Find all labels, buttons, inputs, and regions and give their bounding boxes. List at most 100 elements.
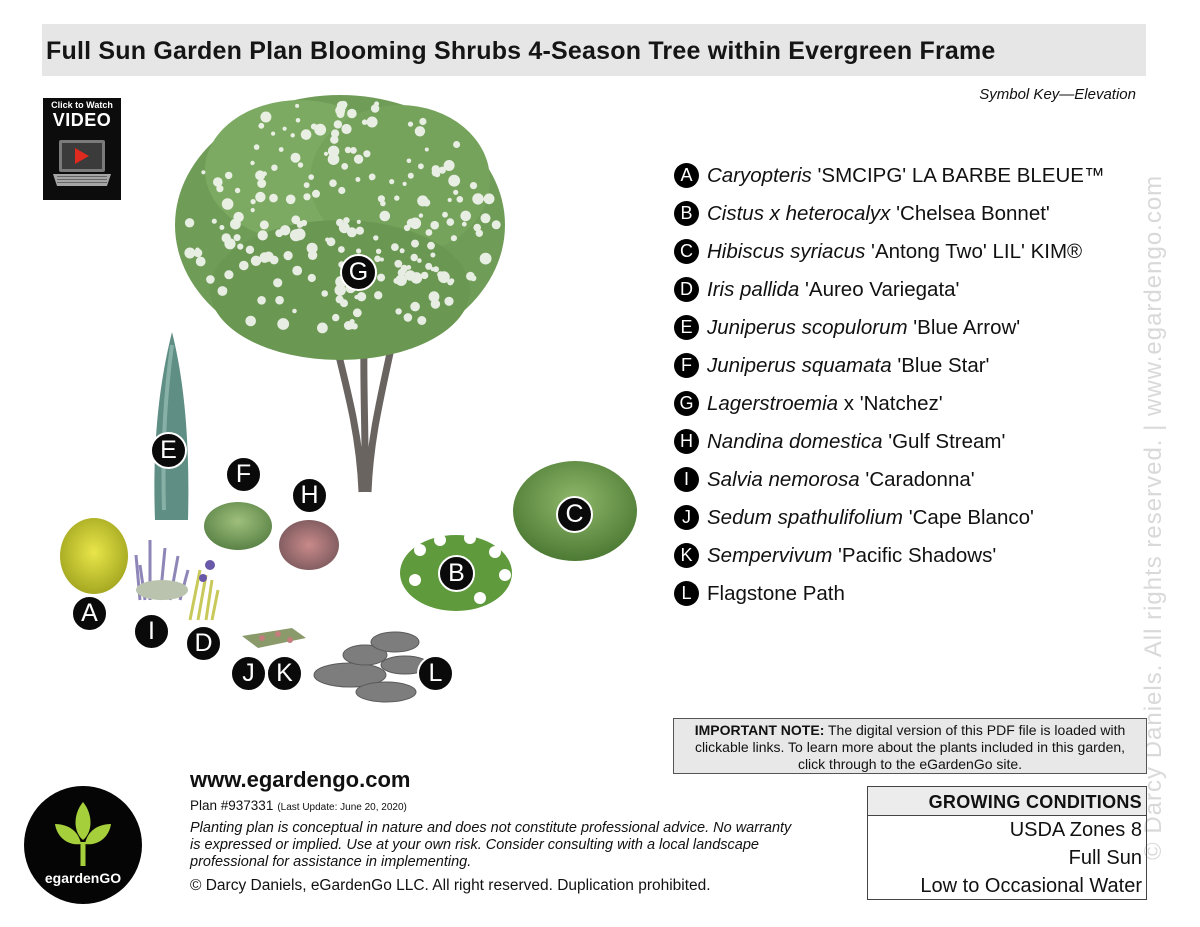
video-button-label: VIDEO: [52, 110, 112, 130]
tree-blossom: [233, 234, 241, 242]
tree-blossom: [293, 228, 306, 241]
egardengo-logo[interactable]: egardenGO: [24, 786, 142, 904]
legend-text: Cistus x heterocalyx 'Chelsea Bonnet': [707, 202, 1050, 226]
tree-blossom: [403, 313, 413, 322]
legend-cultivar: 'Chelsea Bonnet': [890, 202, 1050, 225]
tree-blossom: [373, 235, 379, 241]
tree-blossom: [450, 235, 457, 242]
tree-blossom: [417, 258, 422, 263]
tree-blossom: [303, 182, 310, 189]
tree-blossom: [354, 295, 359, 300]
tree-blossom: [257, 179, 267, 188]
tree-blossom: [329, 179, 337, 187]
tree-blossom: [374, 101, 380, 107]
flagstone-path: [313, 631, 430, 703]
tree-blossom: [307, 273, 316, 283]
tree-blossom: [406, 158, 412, 164]
important-note[interactable]: IMPORTANT NOTE: The digital version of t…: [673, 718, 1147, 774]
tree-blossom: [271, 164, 278, 171]
tree-blossom: [292, 308, 297, 314]
tree-blossom: [184, 218, 195, 228]
shrub-caryopteris: [60, 518, 128, 594]
legend-letter: F: [674, 353, 699, 378]
symbol-key-label: Symbol Key—Elevation: [979, 86, 1136, 103]
tree-blossom: [269, 193, 278, 203]
legend-botanical: Cistus x heterocalyx: [707, 202, 891, 225]
marker-a: A: [71, 595, 108, 632]
tree-blossom: [456, 196, 464, 203]
shrub-juniperus-blue-arrow: [154, 332, 189, 520]
tree-blossom: [321, 290, 329, 297]
tree-blossom: [375, 248, 382, 254]
legend-text: Juniperus scopulorum 'Blue Arrow': [707, 316, 1020, 340]
tree-blossom: [336, 101, 347, 111]
marker-b: B: [438, 555, 475, 592]
tree-blossom: [306, 242, 318, 254]
important-note-text: The digital version of this PDF file is …: [694, 722, 1126, 772]
tree-blossom: [356, 219, 361, 224]
tree-blossom: [428, 291, 440, 303]
legend-botanical: Sempervivum: [707, 544, 833, 567]
tree-blossom: [250, 160, 255, 166]
tree-blossom: [336, 218, 344, 227]
tree-blossom: [350, 147, 357, 154]
plan-id: Plan #937331: [190, 798, 274, 813]
tree-blossom: [431, 165, 440, 174]
tree-blossom: [253, 144, 260, 150]
tree-blossom: [290, 133, 295, 138]
tree-blossom: [461, 221, 467, 227]
shrub-nandina: [279, 520, 339, 570]
tree-blossom: [332, 313, 340, 322]
tree-blossom: [341, 163, 349, 170]
tree-blossom: [430, 299, 441, 309]
legend-cultivar: Flagstone Path: [707, 582, 845, 605]
marker-h: H: [291, 477, 328, 514]
tree-blossom: [206, 275, 215, 284]
tree-blossom: [480, 213, 491, 224]
tree-blossom: [282, 126, 287, 131]
tree-blossom: [195, 247, 200, 253]
tree-blossom: [278, 147, 284, 152]
tree-blossom: [300, 129, 312, 140]
important-note-label: IMPORTANT NOTE:: [694, 722, 825, 738]
tree-blossom: [257, 230, 268, 241]
tree-blossom: [295, 118, 301, 123]
tree-blossom: [221, 198, 234, 210]
tree-blossom: [250, 208, 255, 213]
watch-video-button[interactable]: Click to Watch VIDEO: [43, 98, 121, 200]
tree-blossom: [438, 166, 446, 174]
tree-blossom: [405, 270, 416, 281]
website-link[interactable]: www.egardengo.com: [190, 767, 411, 792]
tree-blossom: [314, 123, 327, 136]
legend-botanical: Lagerstroemia: [707, 392, 839, 415]
tree-blossom: [237, 243, 244, 250]
tree-blossom: [410, 301, 420, 312]
tree-blossom: [275, 295, 284, 305]
legend-letter: L: [674, 581, 699, 606]
sprout-icon: [55, 802, 111, 866]
tree-blossom: [453, 141, 461, 148]
tree-blossom: [344, 146, 352, 154]
tree-blossom: [470, 275, 477, 282]
logo-brand-text: egardenGO: [44, 870, 122, 886]
tree-blossom: [331, 129, 340, 138]
marker-j: J: [230, 655, 267, 692]
legend-letter: C: [674, 239, 699, 264]
legend-text: Juniperus squamata 'Blue Star': [707, 354, 989, 378]
tree-blossom: [475, 229, 483, 237]
tree-blossom: [379, 257, 384, 262]
tree-blossom: [442, 211, 448, 218]
tree-blossom: [217, 286, 228, 296]
tree-blossom: [374, 255, 381, 263]
tree-blossom: [355, 177, 361, 182]
tree-blossom: [216, 185, 224, 193]
tree-blossom: [469, 182, 478, 190]
tree-blossom: [394, 195, 400, 201]
tree-blossom: [355, 226, 364, 235]
legend-cultivar: 'Antong Two' LIL' KIM®: [865, 240, 1083, 263]
tree-blossom: [343, 217, 350, 224]
tree-blossom: [283, 251, 293, 261]
tree-blossom: [260, 111, 272, 123]
tree-blossom: [380, 200, 386, 207]
legend-text: Caryopteris 'SMCIPG' LA BARBE BLEUE™: [707, 164, 1104, 188]
